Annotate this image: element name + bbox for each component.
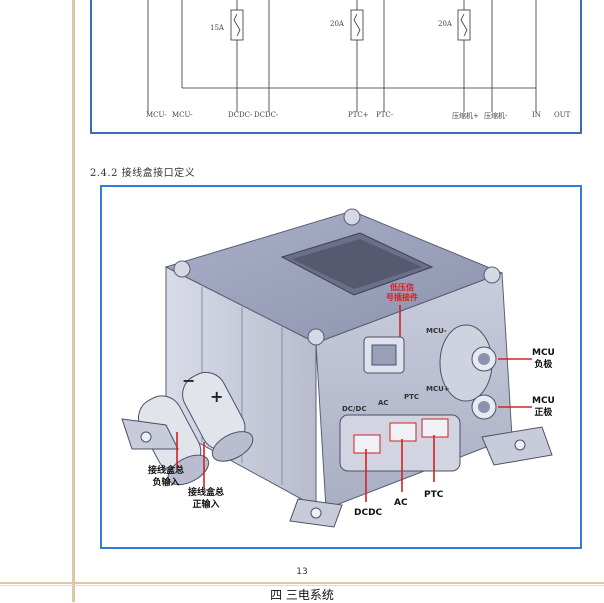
callout-mcu-positive: MCU 正极 [532,396,555,418]
callout-ac: AC [394,498,408,508]
wiring-schematic: 15A 20A 20A MCU- MCU- DCDC- DCDC- PTC+ P… [90,0,582,134]
terminal-label: DCDC- [228,111,253,119]
footer-rule [0,585,604,586]
footer-rule [0,582,604,584]
embossed-label: PTC [404,393,420,401]
callout-mcu-negative: MCU 负极 [532,348,555,370]
embossed-label: MCU+ [426,385,450,393]
callout-signal-plug: 低压信 号插接件 [386,283,418,302]
plus-symbol: + [210,387,224,406]
callout-negative-input: 接线盒总 负输入 [148,466,185,488]
terminal-label: PTC+ [348,111,369,119]
margin-rule [72,0,75,602]
terminal-label: MCU- [146,111,167,119]
terminal-label: OUT [554,111,571,119]
chapter-title: 四 三电系统 [270,588,334,602]
fuse-rating: 20A [438,20,452,28]
section-heading: 2.4.2 接线盒接口定义 [90,168,196,179]
terminal-label: MCU- [172,111,193,119]
fuse-rating: 20A [330,20,344,28]
callout-positive-input: 接线盒总 正输入 [188,488,225,510]
terminal-label: PTC- [376,111,394,119]
terminal-label: IN [532,111,541,119]
minus-symbol: − [182,371,196,390]
terminal-label: 压缩机- [484,112,508,120]
callout-ptc: PTC [424,490,444,500]
embossed-label: AC [378,399,389,407]
terminal-label: DCDC- [254,111,279,119]
junction-box-illustration [121,208,553,528]
schematic-lines [147,0,537,112]
embossed-label: DC/DC [342,405,367,413]
page-number: 13 [296,567,308,577]
embossed-label: MCU- [426,327,447,335]
terminal-label: 压缩机+ [452,112,479,120]
callout-dcdc: DCDC [354,508,383,518]
fuse-rating: 15A [210,24,224,32]
junction-box-photo: MCU- MCU+ DC/DC AC PTC − + 低压信 号插接件 MCU … [100,185,582,549]
